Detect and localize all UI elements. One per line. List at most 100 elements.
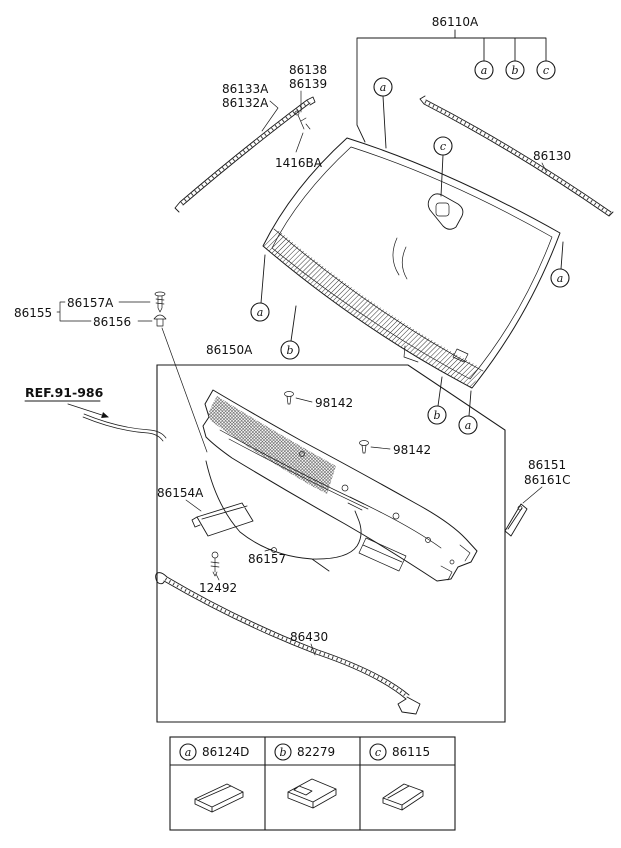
leader-86156-to-cowl <box>161 327 208 453</box>
legend-part-drawing-b <box>287 778 337 809</box>
leader-86133A <box>261 100 279 132</box>
legend-table: a 86124D b 82279 c 86115 <box>169 736 456 831</box>
legend-part-86115: 86115 <box>392 745 430 759</box>
legend-cell-a-header: a 86124D <box>179 743 249 761</box>
frit-band-inner-edge <box>273 228 484 372</box>
label-ref-91-986: REF.91-986 <box>25 385 104 400</box>
callout-letter-a: a <box>257 306 264 319</box>
cowl-top-cover-group: 98142 98142 86154A 12492 86157 86151 861… <box>157 389 571 595</box>
moulding-86132-strip <box>174 96 316 213</box>
label-86161C: 86161C <box>524 473 571 487</box>
label-86155: 86155 <box>14 306 52 320</box>
callout-letter-b: b <box>511 64 518 77</box>
label-86133A: 86133A <box>222 82 269 96</box>
moulding-86130-group: 86130 <box>419 95 614 217</box>
label-86154A: 86154A <box>157 486 204 500</box>
weatherstrip-86430-group: 86430 <box>155 572 421 715</box>
cover-86151-group: 86151 86161C <box>504 458 571 537</box>
screw-icon-86157A <box>154 291 166 313</box>
moulding-86130-strip <box>419 95 614 217</box>
callout-letter-c: c <box>440 140 446 153</box>
callout-a-left: a <box>250 254 270 322</box>
label-86151: 86151 <box>528 458 566 472</box>
callout-c-mirror: c <box>433 136 453 197</box>
glass-outer-outline <box>262 137 561 389</box>
label-12492: 12492 <box>199 581 237 595</box>
callout-letter-a: a <box>380 81 387 94</box>
left-fasteners-group: 86155 86157A 86156 <box>14 291 208 453</box>
leader-86151 <box>522 486 543 504</box>
glass-reflection-marks <box>392 237 408 280</box>
label-86110A: 86110A <box>432 15 479 29</box>
cowl-assembly-box <box>156 364 506 723</box>
legend-border <box>169 736 456 831</box>
cowl-outline <box>202 389 478 582</box>
callout-a-top: a <box>373 77 393 149</box>
screw-12492-group: 12492 <box>199 551 237 595</box>
wiper-reference-lines <box>82 413 167 442</box>
callout-letter-b: b <box>433 409 440 422</box>
callout-letter-c: c <box>543 64 549 77</box>
glass-bottom-details <box>403 345 469 363</box>
weatherstrip-right-end <box>397 696 421 715</box>
label-86132A: 86132A <box>222 96 269 110</box>
callout-b-left: b <box>280 305 300 360</box>
callout-a-bottom: a <box>458 390 478 435</box>
callout-letter-a: a <box>481 64 488 77</box>
clip-98142-lower: 98142 <box>359 440 431 457</box>
legend-letter-c: c <box>375 746 381 759</box>
weatherstrip-outline <box>163 576 410 700</box>
leader-86430 <box>310 643 316 656</box>
windshield-glass-group <box>262 137 561 389</box>
leader-86154A <box>185 499 202 512</box>
clip-98142-upper: 98142 <box>284 391 353 410</box>
legend-cell-b-header: b 82279 <box>274 743 335 761</box>
label-86157A: 86157A <box>67 296 114 310</box>
leader-86130 <box>541 162 547 172</box>
label-86138: 86138 <box>289 63 327 77</box>
bracket-lines-86110A <box>356 29 547 143</box>
weatherstrip-left-end <box>155 572 168 585</box>
ref-arrow <box>67 403 109 419</box>
frit-band-hatch <box>263 229 483 388</box>
bracket-86155-lines <box>56 301 92 322</box>
label-98142-upper: 98142 <box>315 396 353 410</box>
legend-letter-a: a <box>185 746 192 759</box>
legend-part-86124D: 86124D <box>202 745 249 759</box>
leader-86157 <box>264 548 273 552</box>
moulding-86132-texture <box>180 100 310 205</box>
label-86150A: 86150A <box>206 343 253 357</box>
glass-callouts-group: a a a a b b c <box>250 77 570 435</box>
leader-1416BA <box>295 132 304 153</box>
legend-letter-b: b <box>279 746 286 759</box>
clip-pin-icon <box>294 110 311 130</box>
label-98142-lower: 98142 <box>393 443 431 457</box>
label-1416BA: 1416BA <box>275 156 323 170</box>
reference-group: REF.91-986 <box>24 385 167 442</box>
legend-cell-c-header: c 86115 <box>369 743 430 761</box>
grommet-86157-group: 86157 <box>248 548 286 566</box>
callout-a-right: a <box>550 241 570 288</box>
callout-b-bracket: b <box>505 60 525 80</box>
label-86156: 86156 <box>93 315 131 329</box>
leader-12492 <box>215 573 220 581</box>
callout-letter-a: a <box>557 272 564 285</box>
label-86157: 86157 <box>248 552 286 566</box>
legend-part-drawing-c <box>382 783 424 811</box>
label-86430: 86430 <box>290 630 328 644</box>
label-86130: 86130 <box>533 149 571 163</box>
washer-hose <box>205 460 362 572</box>
callout-a-bracket: a <box>474 60 494 80</box>
cowl-right-end-details <box>358 537 471 581</box>
legend-grid-lines <box>170 737 455 830</box>
cowl-inner-lines <box>219 429 442 549</box>
legend-part-82279: 82279 <box>297 745 335 759</box>
cowl-grille-hatch <box>208 396 336 494</box>
mirror-mount-pad <box>427 193 464 230</box>
callout-b-bottom: b <box>427 376 447 425</box>
glass-assembly-callout-group: 86110A a b c <box>356 15 556 143</box>
moulding-86132-group: 86138 86139 86133A 86132A 1416BA <box>174 63 327 213</box>
callout-c-bracket: c <box>536 60 556 80</box>
